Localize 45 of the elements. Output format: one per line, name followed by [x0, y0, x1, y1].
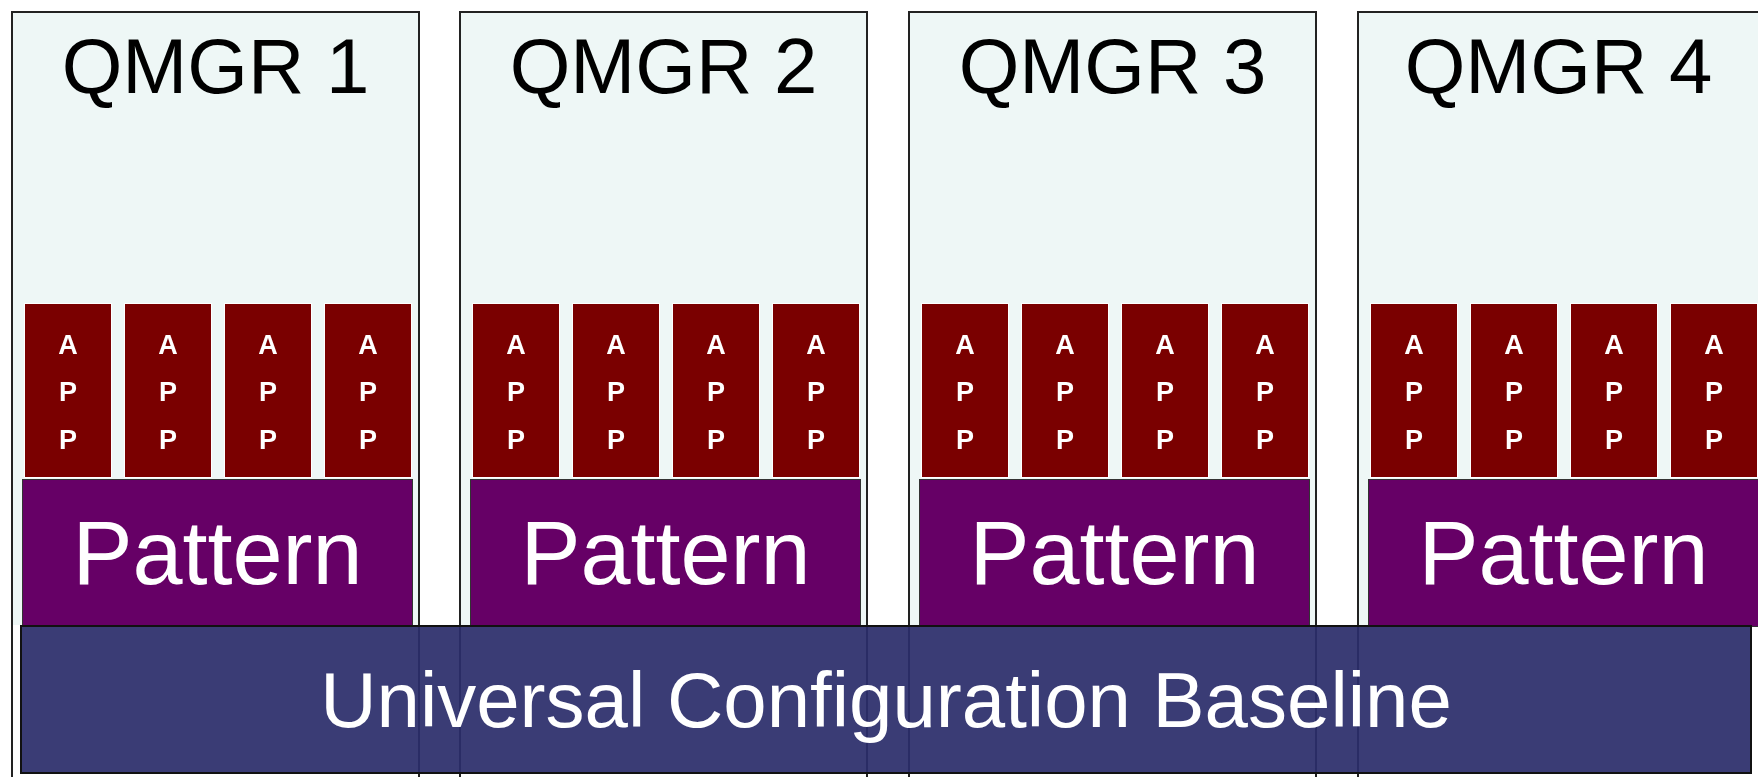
pattern-label: Pattern — [520, 508, 811, 598]
app-block — [1021, 303, 1109, 478]
queue-manager-panel — [908, 11, 1317, 625]
pattern-block — [22, 479, 413, 627]
app-label: APP — [1603, 329, 1625, 457]
app-label: APP — [357, 329, 379, 457]
app-block — [1221, 303, 1309, 478]
app-block — [572, 303, 660, 478]
app-label: APP — [805, 329, 827, 457]
queue-manager-panel — [11, 11, 420, 625]
queue-manager-panel — [1357, 11, 1758, 625]
pattern-label: Pattern — [1418, 508, 1709, 598]
app-block — [1470, 303, 1558, 478]
app-block — [921, 303, 1009, 478]
app-label: APP — [954, 329, 976, 457]
app-block — [1570, 303, 1658, 478]
pattern-label: Pattern — [72, 508, 363, 598]
app-label: APP — [605, 329, 627, 457]
app-label: APP — [1503, 329, 1525, 457]
app-block — [124, 303, 212, 478]
app-label: APP — [257, 329, 279, 457]
pattern-block — [1368, 479, 1758, 627]
app-block — [224, 303, 312, 478]
app-block — [472, 303, 560, 478]
pattern-block — [919, 479, 1310, 627]
app-block — [1670, 303, 1758, 478]
app-label: APP — [505, 329, 527, 457]
app-block — [772, 303, 860, 478]
app-label: APP — [1254, 329, 1276, 457]
app-label: APP — [57, 329, 79, 457]
queue-manager-panel — [459, 11, 868, 625]
baseline-band — [20, 625, 1752, 774]
app-label: APP — [157, 329, 179, 457]
app-block — [1121, 303, 1209, 478]
app-block — [324, 303, 412, 478]
app-label: APP — [705, 329, 727, 457]
app-label: APP — [1154, 329, 1176, 457]
pattern-block — [470, 479, 861, 627]
app-block — [1370, 303, 1458, 478]
app-block — [24, 303, 112, 478]
app-label: APP — [1054, 329, 1076, 457]
app-label: APP — [1403, 329, 1425, 457]
app-block — [672, 303, 760, 478]
pattern-label: Pattern — [969, 508, 1260, 598]
app-label: APP — [1703, 329, 1725, 457]
